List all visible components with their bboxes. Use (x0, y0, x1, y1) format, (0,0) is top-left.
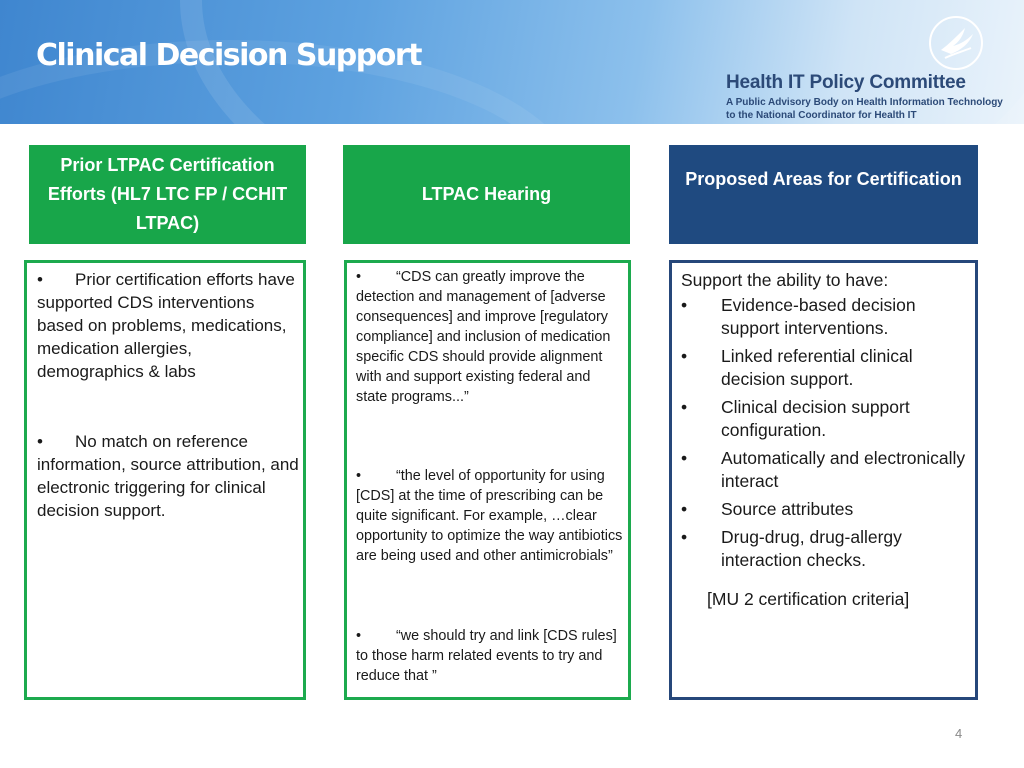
list-item: • Linked referential clinical decision su… (681, 345, 971, 391)
quote-paragraph: • “CDS can greatly improve the detection … (356, 267, 624, 407)
bullet-text: have supported CDS interventions based o… (37, 270, 295, 381)
prior-certification-panel: • Prior certification efforts have suppor… (24, 260, 306, 700)
bullet-text-start: Prior certification efforts (75, 270, 254, 289)
page-number: 4 (955, 726, 963, 741)
list-item: • Evidence-based decision support interve… (681, 294, 971, 340)
list-item-text: Evidence-based decision support interven… (721, 295, 916, 338)
list-item: • Automatically and electronically intera… (681, 447, 971, 493)
proposed-lead-text: Support the ability to have: (681, 270, 889, 290)
ltpac-hearing-header: LTPAC Hearing (343, 145, 630, 244)
list-item-text: Automatically and electronically interac… (721, 448, 966, 491)
banner-divider (0, 124, 1024, 128)
list-item: • Clinical decision support configuration… (681, 396, 971, 442)
list-item-text: Clinical decision support configuration. (721, 397, 910, 440)
quote-text: the detection and management of [adverse… (356, 269, 611, 405)
ltpac-hearing-panel: • “CDS can greatly improve the detection … (344, 260, 631, 700)
bullet-marker: • (681, 295, 688, 315)
quote-text-start: “we should try and link (396, 628, 540, 644)
bullet-marker: • (681, 346, 688, 366)
quote-text: [CDS rules] to those harm related events… (356, 628, 617, 684)
org-subtitle-line: to the National Coordinator for Health I… (726, 110, 917, 121)
prior-certification-header: Prior LTPAC Certification Efforts (HL7 L… (29, 145, 306, 244)
org-subtitle-line: A Public Advisory Body on Health Informa… (726, 97, 1003, 108)
bullet-marker: • (356, 269, 362, 285)
bullet-marker: • (681, 499, 688, 519)
list-item-text: Linked referential clinical decision sup… (721, 346, 913, 389)
bullet-text: information, source attribution, and ele… (37, 455, 299, 520)
bullet-paragraph: • Prior certification efforts have suppor… (37, 268, 299, 383)
bullet-marker: • (681, 397, 688, 417)
quote-paragraph: • “we should try and link [CDS rules] to … (356, 626, 624, 686)
list-item-text: Drug-drug, drug-allergy interaction chec… (721, 527, 902, 570)
bullet-marker: • (681, 527, 688, 547)
bullet-paragraph: • No match on reference information, sour… (37, 430, 299, 522)
mu2-criteria-note: [MU 2 certification criteria] (707, 589, 910, 609)
quote-text: opportunity for using [CDS] at the time … (356, 468, 623, 564)
proposed-areas-header: Proposed Areas for Certification (669, 145, 978, 244)
proposed-areas-panel: Support the ability to have: • Evidence-b… (669, 260, 978, 700)
list-item-text: Source attributes (721, 499, 854, 519)
bullet-marker: • (37, 270, 43, 289)
list-item: • Drug-drug, drug-allergy interaction che… (681, 526, 971, 572)
org-branding: Health IT Policy Committee A Public Advi… (726, 72, 1003, 122)
header-banner (0, 0, 1024, 128)
slide-title: Clinical Decision Support (36, 38, 423, 73)
org-subtitle: A Public Advisory Body on Health Informa… (726, 96, 1003, 122)
org-name: Health IT Policy Committee (726, 72, 966, 93)
bullet-text-start: No match on reference (75, 432, 248, 451)
quote-text-start: “CDS can greatly improve (396, 269, 561, 285)
hhs-eagle-logo-icon (929, 16, 983, 70)
quote-text-start: “the level of (396, 468, 471, 484)
list-item: • Source attributes (681, 498, 971, 521)
bullet-marker: • (356, 628, 362, 644)
bullet-marker: • (37, 432, 43, 451)
quote-paragraph: • “the level of opportunity for using [CD… (356, 466, 624, 566)
bullet-marker: • (356, 468, 362, 484)
proposed-areas-list: • Evidence-based decision support interve… (681, 294, 971, 577)
bullet-marker: • (681, 448, 688, 468)
